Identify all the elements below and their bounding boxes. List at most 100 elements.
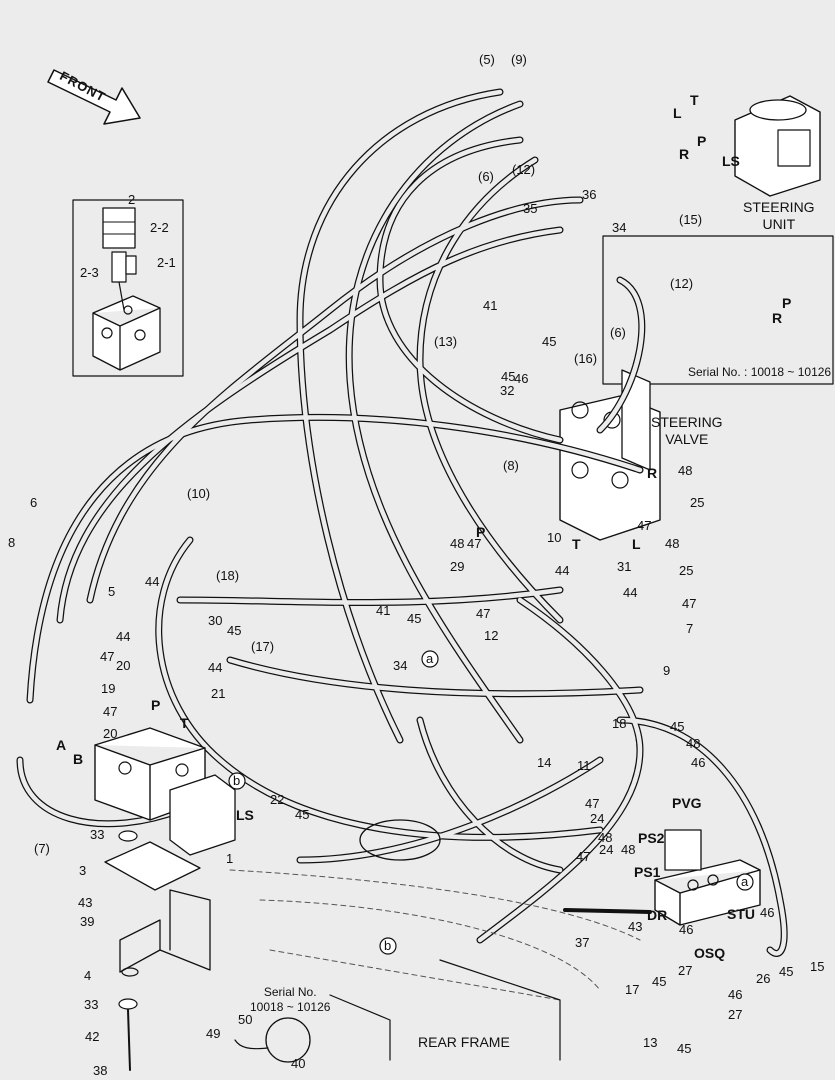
part-number: (7) (34, 841, 50, 856)
port-label: L (673, 105, 682, 121)
part-number: 43 (78, 895, 93, 910)
port-label: P (697, 133, 707, 149)
port-label: P (151, 697, 161, 713)
part-number: 24 (590, 811, 605, 826)
inset-serial-note: Serial No. : 10018 ~ 10126 (688, 365, 832, 379)
part-number: 47 (585, 796, 600, 811)
part-number: 33 (90, 827, 105, 842)
front-arrow (47, 69, 141, 125)
port-label: T (690, 92, 699, 108)
part-number: 2 (128, 192, 136, 207)
rear-frame-title: REAR FRAME (418, 1034, 510, 1050)
part-number: (13) (434, 334, 458, 349)
part-number: 21 (211, 686, 226, 701)
circle-ref-label: a (426, 651, 434, 666)
port-label: P (476, 524, 486, 540)
part-number: 45 (501, 369, 516, 384)
circle-ref-label: b (233, 773, 241, 788)
part-number: 49 (206, 1026, 221, 1041)
part-number: 44 (116, 629, 131, 644)
mounting-bracket (104, 841, 201, 891)
part-number: 37 (575, 935, 590, 950)
part-number: (12) (670, 276, 694, 291)
part-number: 45 (295, 807, 310, 822)
part-number: 10 (547, 530, 562, 545)
part-number: 45 (542, 334, 557, 349)
priority-valve-block (654, 859, 761, 926)
port-label: LS (236, 807, 254, 823)
inset-serial-detail-frame (602, 235, 834, 385)
part-number: 12 (484, 628, 499, 643)
part-number: 4 (84, 968, 92, 983)
part-number: 47 (637, 518, 652, 533)
part-number: 43 (628, 919, 643, 934)
inset-valve-detail-frame (72, 199, 184, 377)
part-number: (9) (511, 52, 527, 67)
part-number: 17 (625, 982, 640, 997)
part-number: 25 (690, 495, 705, 510)
part-number: 44 (208, 660, 223, 675)
part-number: (17) (251, 639, 275, 654)
port-label: OSQ (694, 945, 726, 961)
part-number: 14 (537, 755, 552, 770)
part-number: 46 (514, 371, 529, 386)
port-label: T (180, 715, 189, 731)
part-number: 48 (678, 463, 693, 478)
part-number: 24 (599, 842, 614, 857)
part-number: 33 (84, 997, 99, 1012)
part-number: 38 (93, 1063, 108, 1078)
part-number: 31 (617, 559, 632, 574)
part-number: 46 (760, 905, 775, 920)
port-label: B (73, 751, 84, 767)
part-number: 35 (523, 201, 538, 216)
steering-unit-title-line1: STEERING (743, 199, 815, 215)
port-label: PVG (672, 795, 702, 811)
part-number: 18 (612, 716, 627, 731)
part-number: 3 (79, 863, 87, 878)
steering-unit-title: STEERING UNIT (743, 199, 815, 233)
part-number: 47 (576, 849, 591, 864)
part-number: 46 (691, 755, 706, 770)
part-number: 45 (227, 623, 242, 638)
part-number: 41 (483, 298, 498, 313)
part-number: 34 (393, 658, 408, 673)
port-label: PS1 (634, 864, 661, 880)
part-number: 11 (577, 758, 591, 773)
bottom-serial-note-line1: Serial No. (263, 985, 317, 999)
steering-valve-title-line1: STEERING (651, 414, 723, 430)
part-number: 48 (598, 830, 613, 845)
part-number: 50 (238, 1012, 253, 1027)
callout-circle-40 (265, 1017, 311, 1063)
part-number: 20 (103, 726, 118, 741)
part-number: 8 (8, 535, 16, 550)
part-number: 42 (85, 1029, 100, 1044)
port-label: R (772, 310, 783, 326)
part-number: 15 (810, 959, 825, 974)
part-number: 45 (407, 611, 422, 626)
part-number: 36 (582, 187, 597, 202)
part-number: 45 (779, 964, 794, 979)
part-number: 27 (678, 963, 693, 978)
part-number: (6) (610, 325, 626, 340)
part-number: 47 (100, 649, 115, 664)
part-number: 27 (728, 1007, 743, 1022)
steering-unit-title-line2: UNIT (762, 215, 796, 232)
part-number: 41 (376, 603, 391, 618)
part-number: 22 (270, 792, 285, 807)
part-number: (15) (679, 212, 703, 227)
rear-frame-outline (329, 959, 561, 1061)
part-number: 1 (226, 851, 234, 866)
circle-ref-label: b (384, 938, 392, 953)
part-number: 25 (679, 563, 694, 578)
part-number: (12) (512, 162, 536, 177)
steering-valve-title-line2: VALVE (665, 430, 709, 447)
part-number: 48 (450, 536, 465, 551)
part-number: 7 (686, 621, 694, 636)
part-number: 34 (612, 220, 627, 235)
part-number: (8) (503, 458, 519, 473)
part-number: 44 (555, 563, 570, 578)
port-label: A (56, 737, 67, 753)
part-number: (6) (478, 169, 494, 184)
part-number: 44 (145, 574, 160, 589)
